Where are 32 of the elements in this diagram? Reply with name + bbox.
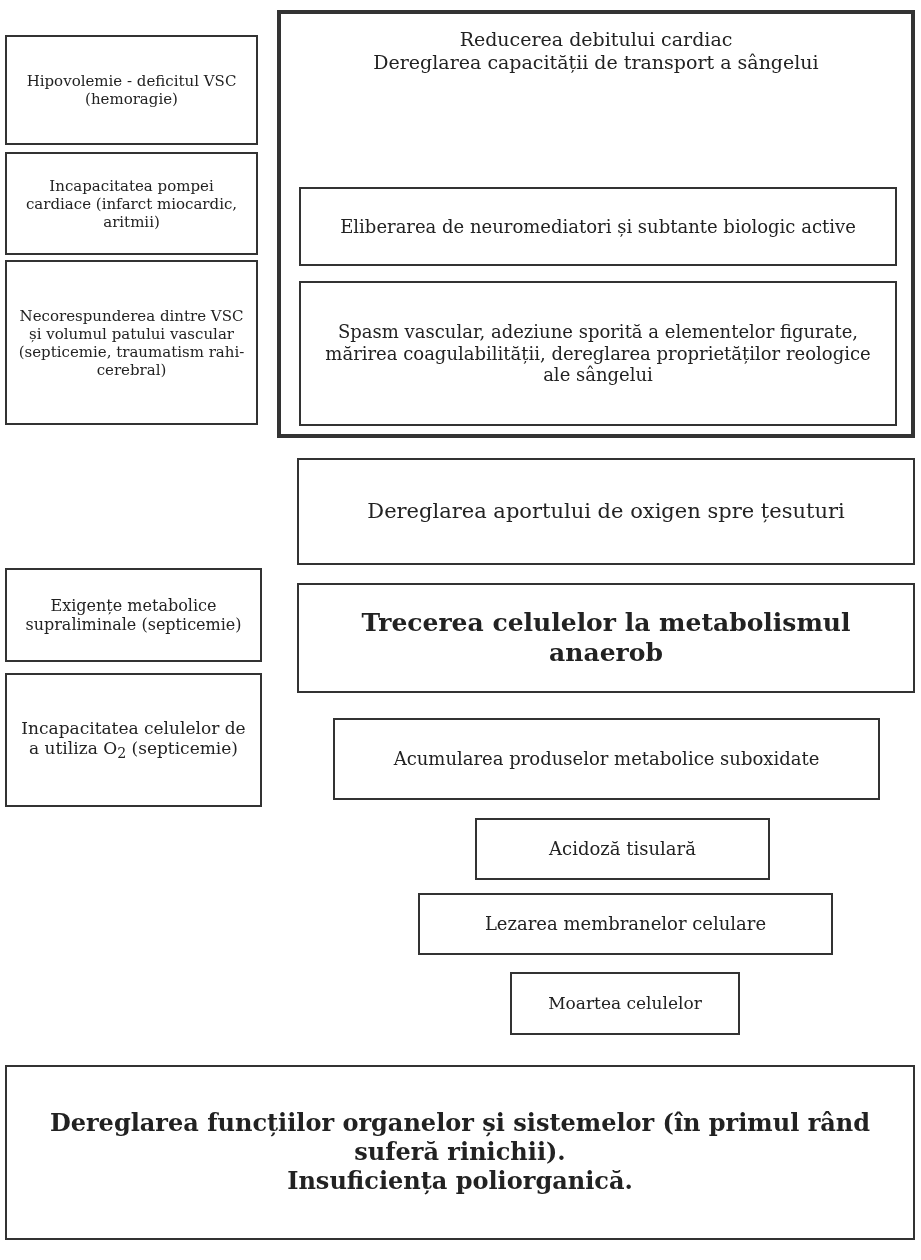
process-box — [299, 187, 897, 266]
outcome-box — [5, 1065, 915, 1240]
process-box — [333, 718, 880, 800]
box-text: Dereglarea capacității de transport a sângelui — [373, 50, 819, 74]
heading-text: Dereglarea funcțiilor organelor și sistemelor (în primul rând suferă rinichii). — [48, 1109, 872, 1167]
process-box — [418, 893, 833, 955]
process-box — [5, 35, 258, 145]
box-text: Acumularea produselor metabolice suboxidate — [393, 748, 820, 770]
process-box — [5, 260, 258, 425]
box-text: Incapacitatea pompei cardiace (infarct miocardic, aritmii) — [24, 176, 239, 231]
group-panel — [277, 10, 915, 438]
heading-text: Reducerea debitului cardiac — [459, 28, 733, 51]
box-text: Necorespunderea dintre VSC și volumul patului vascular (septicemie, traumatism rahi-cerebral) — [17, 306, 246, 379]
box-text: Dereglarea aportului de oxigen spre țesuturi — [367, 498, 845, 525]
box-text: Eliberarea de neuromediatori și subtante biologic active — [340, 215, 856, 238]
box-text: Incapacitatea celulelor de a utiliza O$_{2}$ (septicemie) — [20, 717, 247, 763]
box-text: Insuficiența poliorganică. — [287, 1166, 633, 1196]
process-box — [297, 583, 915, 693]
process-box — [5, 568, 262, 662]
box-text: Acidoză tisulară — [549, 838, 696, 860]
box-text: Hipovolemie - deficitul VSC (hemoragie) — [25, 72, 238, 108]
process-box — [475, 818, 770, 880]
process-box — [299, 281, 897, 426]
box-text: Exigențe metabolice supraliminale (septicemie) — [24, 595, 243, 635]
process-box — [297, 458, 915, 565]
box-text: Moartea celulelor — [548, 993, 702, 1014]
box-text: Trecerea celulelor la metabolismul anaerob — [360, 608, 852, 668]
box-text: Spasm vascular, adeziune sporită a elementelor figurate, mărirea coagulabilității, dereglarea proprietăților reologice ale sângelui — [324, 321, 872, 386]
box-text: Lezarea membranelor celulare — [484, 913, 767, 935]
process-box — [5, 152, 258, 255]
process-box — [510, 972, 740, 1035]
process-box — [5, 673, 262, 807]
